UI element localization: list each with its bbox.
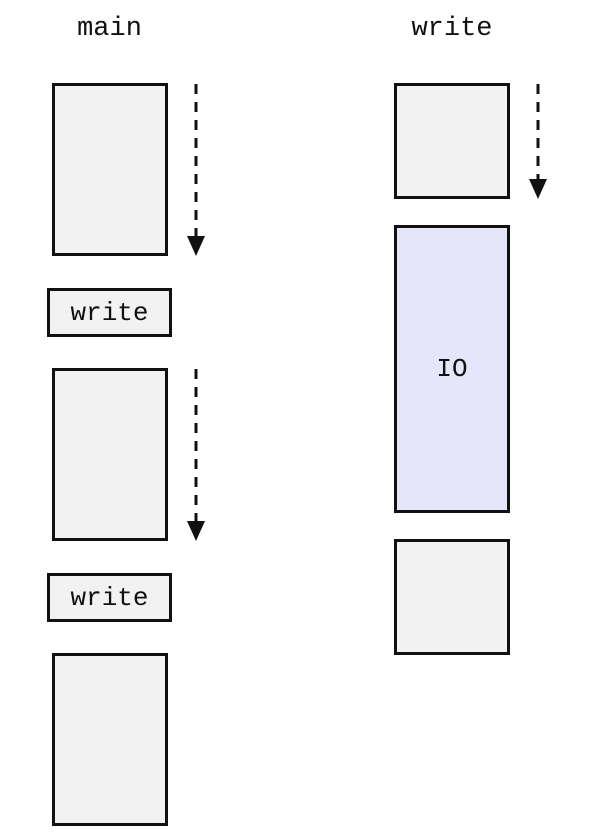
write-column-title: write: [411, 14, 493, 44]
write-arrow-1: [529, 84, 547, 199]
arrowhead-icon: [529, 179, 547, 199]
main-execution-block-1: [52, 83, 168, 256]
io-block: IO: [394, 225, 510, 513]
arrowhead-icon: [187, 236, 205, 256]
arrowhead-icon: [187, 521, 205, 541]
main-column-title: main: [77, 14, 142, 44]
main-execution-block-2: [52, 368, 168, 541]
write-execution-block-1: [394, 83, 510, 199]
main-execution-block-3: [52, 653, 168, 826]
main-write-call-2: write: [47, 573, 172, 622]
main-write-call-1: write: [47, 288, 172, 337]
main-arrow-2: [187, 369, 205, 541]
write-execution-block-2: [394, 539, 510, 655]
main-arrow-1: [187, 84, 205, 256]
